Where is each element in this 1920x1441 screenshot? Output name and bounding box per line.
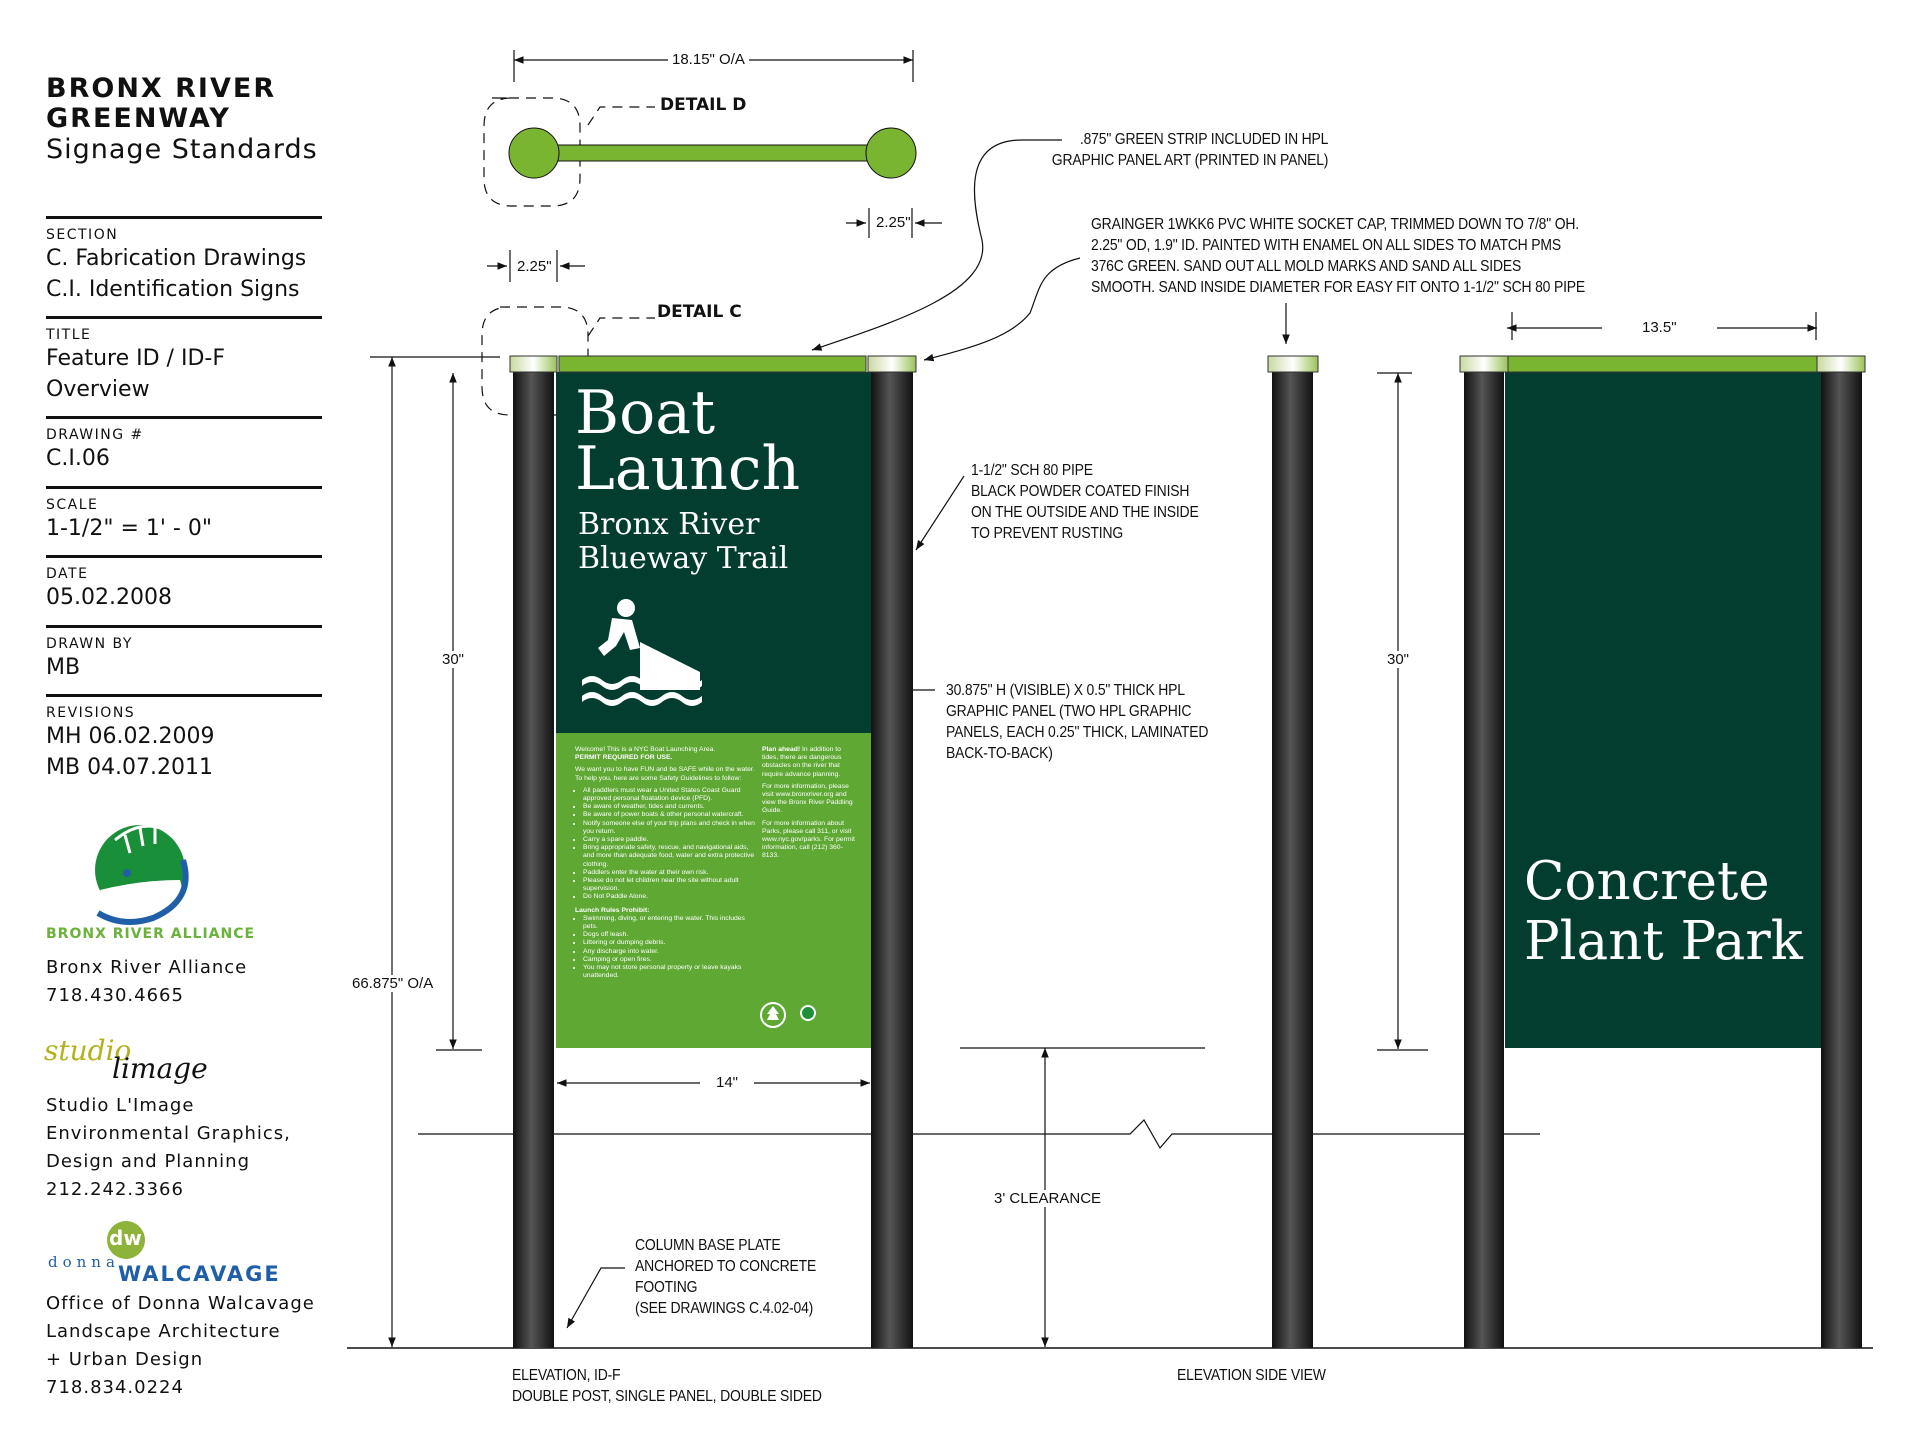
- post-left: [513, 372, 554, 1348]
- dw-logo-last: WALCAVAGE: [118, 1262, 281, 1286]
- list-item: Do Not Paddle Alone.: [583, 893, 755, 901]
- list-item: Swimming, diving, or entering the water.…: [583, 915, 755, 931]
- detail-d-callout: [483, 97, 581, 207]
- studio-logo-a: studio: [44, 1034, 132, 1067]
- sign-panel-green: [556, 733, 871, 1048]
- boat-launch-icon: [582, 599, 702, 706]
- alliance-logo-text: BRONX RIVER ALLIANCE: [46, 926, 256, 942]
- studio-logo-b: limage: [112, 1052, 208, 1085]
- dim-height-30-left: 30": [438, 651, 469, 668]
- green-strip-back: [1507, 355, 1818, 373]
- dim-cap-d: 2.25": [876, 214, 911, 231]
- list-item: Be aware of power boats & other personal…: [583, 811, 755, 819]
- list-item: Bring appropriate safety, rescue, and na…: [583, 844, 755, 869]
- alliance-mini-icon: [800, 1005, 816, 1021]
- field-drawing-number: DRAWING #C.I.06: [46, 427, 144, 471]
- cap-left: [509, 355, 558, 373]
- divider: [46, 555, 322, 558]
- dim-panel-width: 14": [700, 1074, 755, 1091]
- project-title-2: GREENWAY: [46, 103, 231, 134]
- sign-panel-dark: [556, 372, 871, 733]
- dw-logo-mark: [107, 1221, 145, 1259]
- detail-c-label: DETAIL C: [657, 302, 742, 322]
- project-subtitle: Signage Standards: [46, 134, 318, 165]
- list-item: You may not store personal property or l…: [583, 964, 755, 980]
- title-block: BRONX RIVER GREENWAY Signage Standards: [46, 73, 318, 166]
- list-item: Please do not let children near the site…: [583, 877, 755, 893]
- caption-side-elevation: ELEVATION SIDE VIEW: [1177, 1367, 1326, 1384]
- dim-height-30-right: 30": [1383, 651, 1414, 668]
- post-back-left: [1464, 372, 1504, 1348]
- post-plan-left: [508, 127, 560, 179]
- post-plan-right: [865, 127, 917, 179]
- parks-leaf-icon: [760, 1002, 786, 1028]
- sign-info-column: Plan ahead! In addition to tides, there …: [762, 746, 855, 860]
- dw-logo-first: donna: [48, 1253, 120, 1271]
- divider: [46, 486, 322, 489]
- divider: [46, 416, 322, 419]
- bronx-river-alliance-logo: [95, 824, 189, 925]
- divider: [46, 316, 322, 319]
- list-item: Paddlers enter the water at their own ri…: [583, 869, 755, 877]
- list-item: Any discharge into water.: [583, 948, 755, 956]
- cap-right: [867, 355, 917, 373]
- dim-overall-width-label: 18.15" O/A: [668, 51, 749, 68]
- sign-rules-column: Welcome! This is a NYC Boat Launching Ar…: [575, 746, 755, 980]
- sign-back-panel: [1505, 372, 1821, 1048]
- dim-overall-height: 66.875" O/A: [348, 975, 438, 992]
- post-right: [871, 372, 913, 1348]
- cap-side: [1267, 355, 1319, 373]
- green-strip: [558, 355, 867, 373]
- dim-cap-c: 2.25": [517, 258, 552, 275]
- break-line: [418, 1119, 1540, 1150]
- post-side: [1272, 372, 1313, 1348]
- list-item: Carry a spare paddle.: [583, 836, 755, 844]
- dim-clearance: 3' CLEARANCE: [990, 1190, 1106, 1207]
- list-item: Notify someone else of your trip plans a…: [583, 820, 755, 836]
- project-title: BRONX RIVER: [46, 73, 277, 104]
- divider: [46, 216, 322, 219]
- divider: [46, 625, 322, 628]
- safety-rules-list: All paddlers must wear a United States C…: [575, 787, 755, 902]
- prohibit-list: Swimming, diving, or entering the water.…: [575, 915, 755, 981]
- divider: [46, 694, 322, 697]
- dim-panel-width-right: 13.5": [1602, 319, 1717, 336]
- dw-logo-mark-text: dw: [109, 1226, 142, 1250]
- post-back-right: [1821, 372, 1862, 1348]
- note-socket-cap: GRAINGER 1WKK6 PVC WHITE SOCKET CAP, TRI…: [1091, 216, 1586, 296]
- list-item: All paddlers must wear a United States C…: [583, 787, 755, 803]
- list-item: Littering or dumping debris.: [583, 939, 755, 947]
- list-item: Be aware of weather, tides and currents.: [583, 803, 755, 811]
- list-item: Dogs off leash.: [583, 931, 755, 939]
- list-item: Camping or open fires.: [583, 956, 755, 964]
- detail-d-label: DETAIL D: [660, 95, 747, 115]
